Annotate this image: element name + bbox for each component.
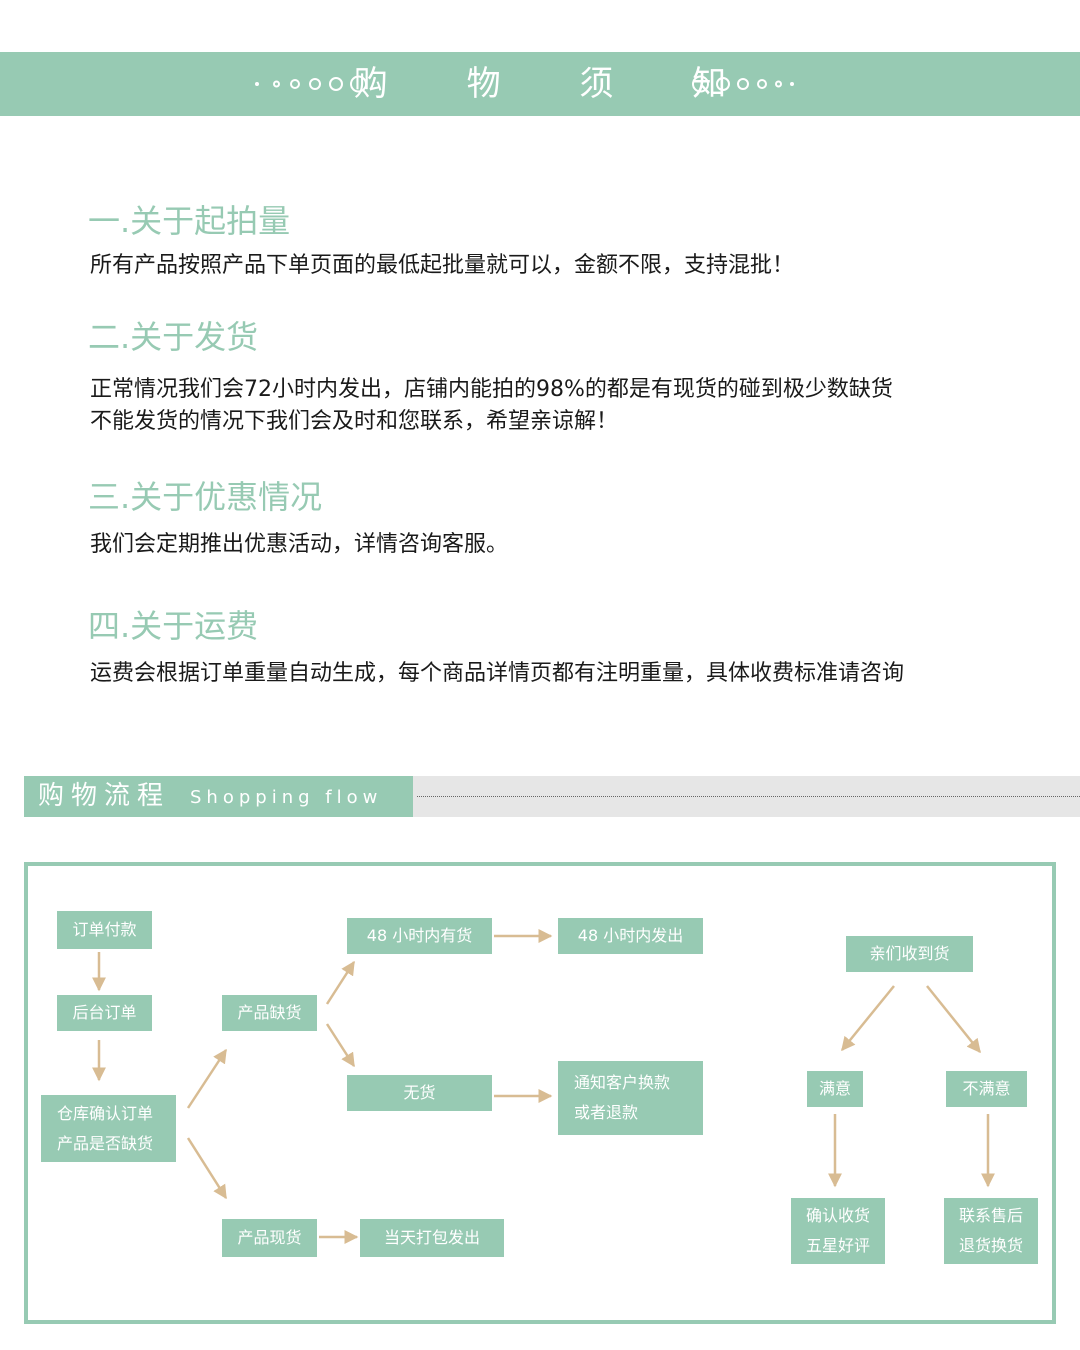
box-notify-customer: 通知客户换款 或者退款 bbox=[558, 1061, 703, 1135]
banner-title: 购 物 须 知 bbox=[353, 64, 761, 104]
header-banner: 购 物 须 知 bbox=[0, 52, 1080, 116]
box-received: 亲们收到货 bbox=[846, 936, 973, 972]
shopping-flow-title-cn: 购物流程 bbox=[38, 781, 171, 811]
section-heading-freight: 四.关于运费 bbox=[88, 607, 259, 645]
box-out-of-stock: 产品缺货 bbox=[222, 995, 317, 1031]
left-circles-decoration bbox=[255, 52, 370, 116]
box-after-sales: 联系售后 退货换货 bbox=[944, 1198, 1038, 1264]
arrow-received-to-unsatisfied bbox=[926, 985, 981, 1054]
box-ship-today: 当天打包发出 bbox=[360, 1219, 504, 1257]
section-body-discounts: 我们会定期推出优惠活动，详情咨询客服。 bbox=[90, 532, 509, 557]
section-body-freight: 运费会根据订单重量自动生成，每个商品详情页都有注明重量，具体收费标准请咨询 bbox=[90, 661, 905, 686]
box-restock-48h: 48 小时内有货 bbox=[347, 918, 492, 954]
box-unsatisfied: 不满意 bbox=[946, 1071, 1027, 1107]
arrow-warehouse-to-out-of-stock bbox=[186, 1048, 228, 1109]
box-order-pay: 订单付款 bbox=[57, 911, 152, 949]
section-heading-discounts: 三.关于优惠情况 bbox=[88, 478, 323, 516]
shopping-flow-title-en: Shopping flow bbox=[190, 787, 383, 808]
shopping-flow-tab: 购物流程 Shopping flow bbox=[24, 776, 413, 817]
box-in-stock: 产品现货 bbox=[222, 1219, 317, 1257]
box-no-stock: 无货 bbox=[347, 1075, 492, 1111]
arrow-received-to-satisfied bbox=[841, 985, 895, 1052]
right-circles-decoration bbox=[692, 52, 807, 116]
arrow-warehouse-to-in-stock bbox=[186, 1137, 228, 1200]
box-ship-48h: 48 小时内发出 bbox=[558, 918, 703, 954]
section-heading-shipping: 二.关于发货 bbox=[88, 318, 259, 356]
arrow-out-of-stock-to-no-stock bbox=[325, 1023, 356, 1068]
box-satisfied: 满意 bbox=[807, 1071, 863, 1107]
dotted-divider bbox=[417, 796, 1080, 797]
arrow-out-of-stock-to-restock bbox=[325, 960, 356, 1005]
box-warehouse-check: 仓库确认订单 产品是否缺货 bbox=[41, 1095, 176, 1162]
section-body-shipping-line-2: 不能发货的情况下我们会及时和您联系，希望亲谅解！ bbox=[90, 409, 619, 434]
section-heading-min-order: 一.关于起拍量 bbox=[88, 202, 291, 240]
section-body-shipping-line-1: 正常情况我们会72小时内发出，店铺内能拍的98%的都是有现货的碰到极少数缺货 bbox=[90, 377, 893, 402]
box-backend-order: 后台订单 bbox=[57, 995, 152, 1031]
box-confirm-receipt: 确认收货 五星好评 bbox=[791, 1198, 885, 1264]
shopping-flow-bar: 购物流程 Shopping flow bbox=[24, 776, 1080, 817]
flow-chart-frame bbox=[24, 862, 1056, 1324]
section-body-min-order: 所有产品按照产品下单页面的最低起批量就可以，金额不限，支持混批！ bbox=[90, 253, 795, 278]
